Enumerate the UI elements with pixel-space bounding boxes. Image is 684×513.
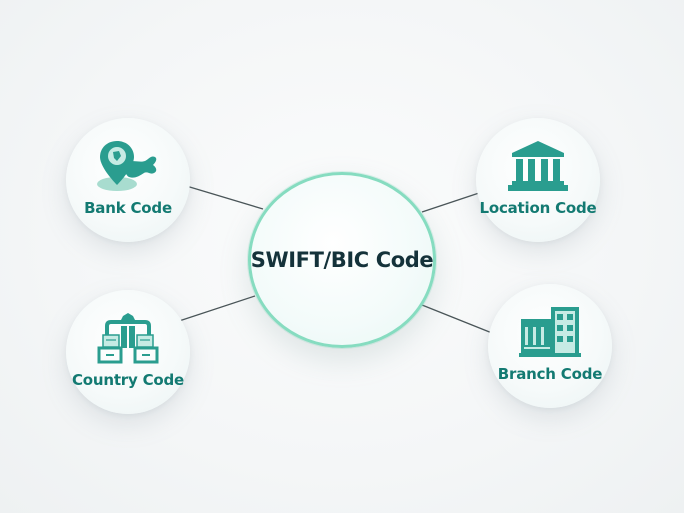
node-label: Branch Code — [497, 365, 603, 383]
bank-building-icon — [508, 141, 568, 191]
node-country-code: Country Code — [66, 290, 190, 414]
node-label: Location Code — [479, 199, 597, 217]
node-location-code: Location Code — [476, 118, 600, 242]
filing-cabinets-icon — [97, 313, 159, 364]
node-label: Bank Code — [84, 199, 172, 217]
center-label: SWIFT/BIC Code — [250, 248, 434, 272]
node-bank-code: Bank Code — [66, 118, 190, 242]
connector-country — [172, 295, 256, 324]
node-branch-code: Branch Code — [488, 284, 612, 408]
node-label: Country Code — [71, 371, 185, 389]
map-pin-icon — [97, 141, 157, 191]
office-building-icon — [519, 307, 581, 357]
center-node-swift-bic: SWIFT/BIC Code — [248, 172, 436, 348]
connector-branch — [421, 304, 493, 334]
